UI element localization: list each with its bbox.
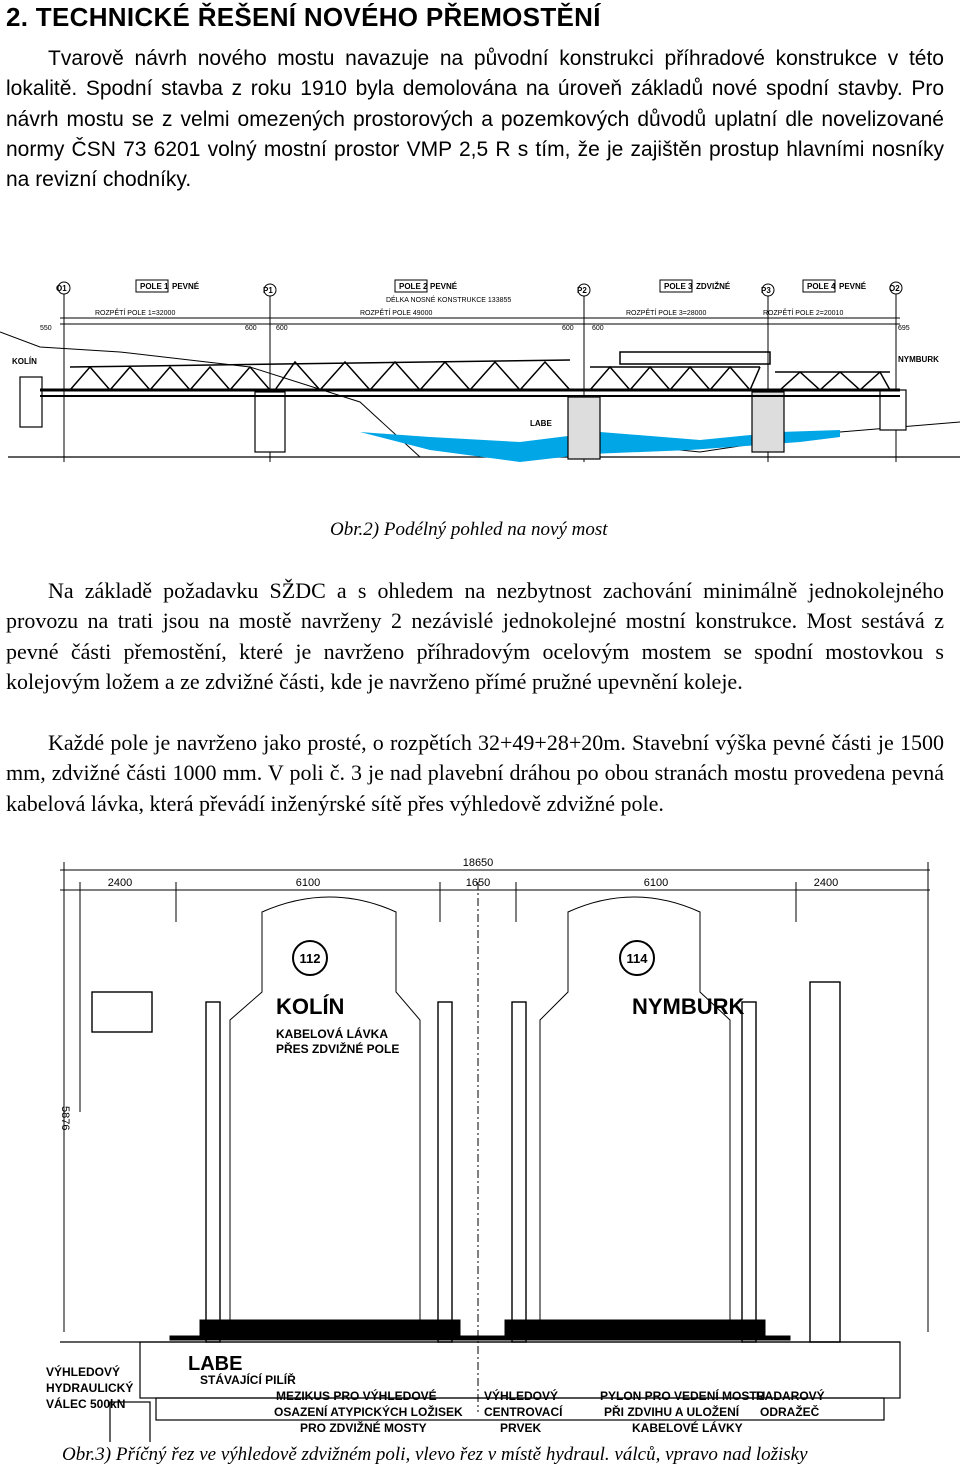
- mezikus-label: PRO ZDVIŽNÉ MOSTY: [300, 1420, 427, 1435]
- dim-label: 600: [592, 325, 604, 332]
- figure1-caption: Obr.2) Podélný pohled na nový most: [330, 519, 608, 540]
- dim-label: 695: [898, 325, 910, 332]
- figure2-caption: Obr.3) Příčný řez ve výhledově zdvižném …: [62, 1444, 808, 1465]
- radar-label: ODRAŽEČ: [760, 1404, 820, 1419]
- field-type: PEVNÉ: [839, 282, 867, 291]
- pylon-label: KABELOVÉ LÁVKY: [632, 1420, 743, 1435]
- dim-label: 600: [276, 325, 288, 332]
- dim-label: 2400: [108, 877, 132, 889]
- span-label: ROZPĚTÍ POLE 49000: [360, 308, 432, 317]
- dim-label: 6100: [644, 877, 668, 889]
- dim-label: 550: [40, 325, 52, 332]
- intro-paragraph: Tvarově návrh nového mostu navazuje na p…: [6, 47, 944, 192]
- field-label: POLE 4: [807, 282, 836, 291]
- support-label: P2: [577, 286, 587, 295]
- cross-section-figure: 112 114 KOLÍN NYMBURK KABELOVÁ LÁVKA PŘE…: [46, 857, 930, 1442]
- place-label: KOLÍN: [12, 357, 37, 366]
- mezikus-label: OSAZENÍ ATYPICKÝCH LOŽISEK: [274, 1404, 463, 1419]
- cable-bridge-label: KABELOVÁ LÁVKA: [276, 1026, 388, 1041]
- section-heading: 2. TECHNICKÉ ŘEŠENÍ NOVÉHO PŘEMOSTĚNÍ: [6, 2, 601, 32]
- field-label: POLE 3: [664, 282, 693, 291]
- field-type: PEVNÉ: [172, 282, 200, 291]
- pylon-label: PŘI ZDVIHU A ULOŽENÍ: [604, 1404, 740, 1419]
- span-label: ROZPĚTÍ POLE 2=20010: [763, 308, 843, 317]
- pier-label: STÁVAJÍCÍ PILÍŘ: [200, 1372, 296, 1387]
- pylon-label: PYLON PRO VEDENÍ MOSTU: [600, 1388, 765, 1403]
- support-label: O2: [889, 284, 900, 293]
- body-paragraph-2: Na základě požadavku SŽDC a s ohledem na…: [6, 578, 944, 694]
- cylinder-label: VÁLEC 500kN: [46, 1396, 125, 1411]
- track-number: 112: [300, 951, 321, 966]
- total-length-label: DÉLKA NOSNÉ KONSTRUKCE 133855: [386, 295, 511, 304]
- direction-label: KOLÍN: [276, 994, 344, 1019]
- river-label: LABE: [188, 1353, 242, 1375]
- total-width-label: 18650: [463, 857, 494, 869]
- centering-label: VÝHLEDOVÝ: [484, 1388, 558, 1403]
- cylinder-label: VÝHLEDOVÝ: [46, 1364, 120, 1379]
- mezikus-label: MEZIKUS PRO VÝHLEDOVÉ: [276, 1388, 437, 1403]
- dim-label: 2400: [814, 877, 838, 889]
- river-label: LABE: [530, 419, 552, 428]
- radar-label: RADAROVÝ: [756, 1388, 825, 1403]
- dim-label: 600: [562, 325, 574, 332]
- truss: [40, 359, 900, 397]
- dim-label: 6100: [296, 877, 320, 889]
- dim-label: 600: [245, 325, 257, 332]
- longitudinal-view-figure: O1 P1 P2 P3 O2 POLE 1 PEVNÉ POLE 2 PEVNÉ…: [0, 279, 960, 462]
- centering-label: PRVEK: [500, 1421, 541, 1435]
- height-dim-label: 5876: [59, 1106, 71, 1130]
- body-paragraph-3: Každé pole je navrženo jako prosté, o ro…: [6, 730, 944, 816]
- dim-label: 1650: [466, 877, 490, 889]
- field-label: POLE 2: [399, 282, 428, 291]
- cable-bridge-label: PŘES ZDVIŽNÉ POLE: [276, 1041, 399, 1056]
- track-number: 114: [627, 951, 649, 966]
- field-type: PEVNÉ: [430, 282, 458, 291]
- support-label: P3: [761, 286, 771, 295]
- field-type: ZDVIŽNÉ: [696, 282, 731, 291]
- support-label: P1: [263, 286, 273, 295]
- support-label: O1: [56, 284, 67, 293]
- place-label: NYMBURK: [898, 355, 939, 364]
- centering-label: CENTROVACÍ: [484, 1404, 563, 1419]
- span-label: ROZPĚTÍ POLE 3=28000: [626, 308, 706, 317]
- span-label: ROZPĚTÍ POLE 1=32000: [95, 308, 175, 317]
- field-label: POLE 1: [140, 282, 169, 291]
- direction-label: NYMBURK: [632, 994, 745, 1019]
- cylinder-label: HYDRAULICKÝ: [46, 1380, 133, 1395]
